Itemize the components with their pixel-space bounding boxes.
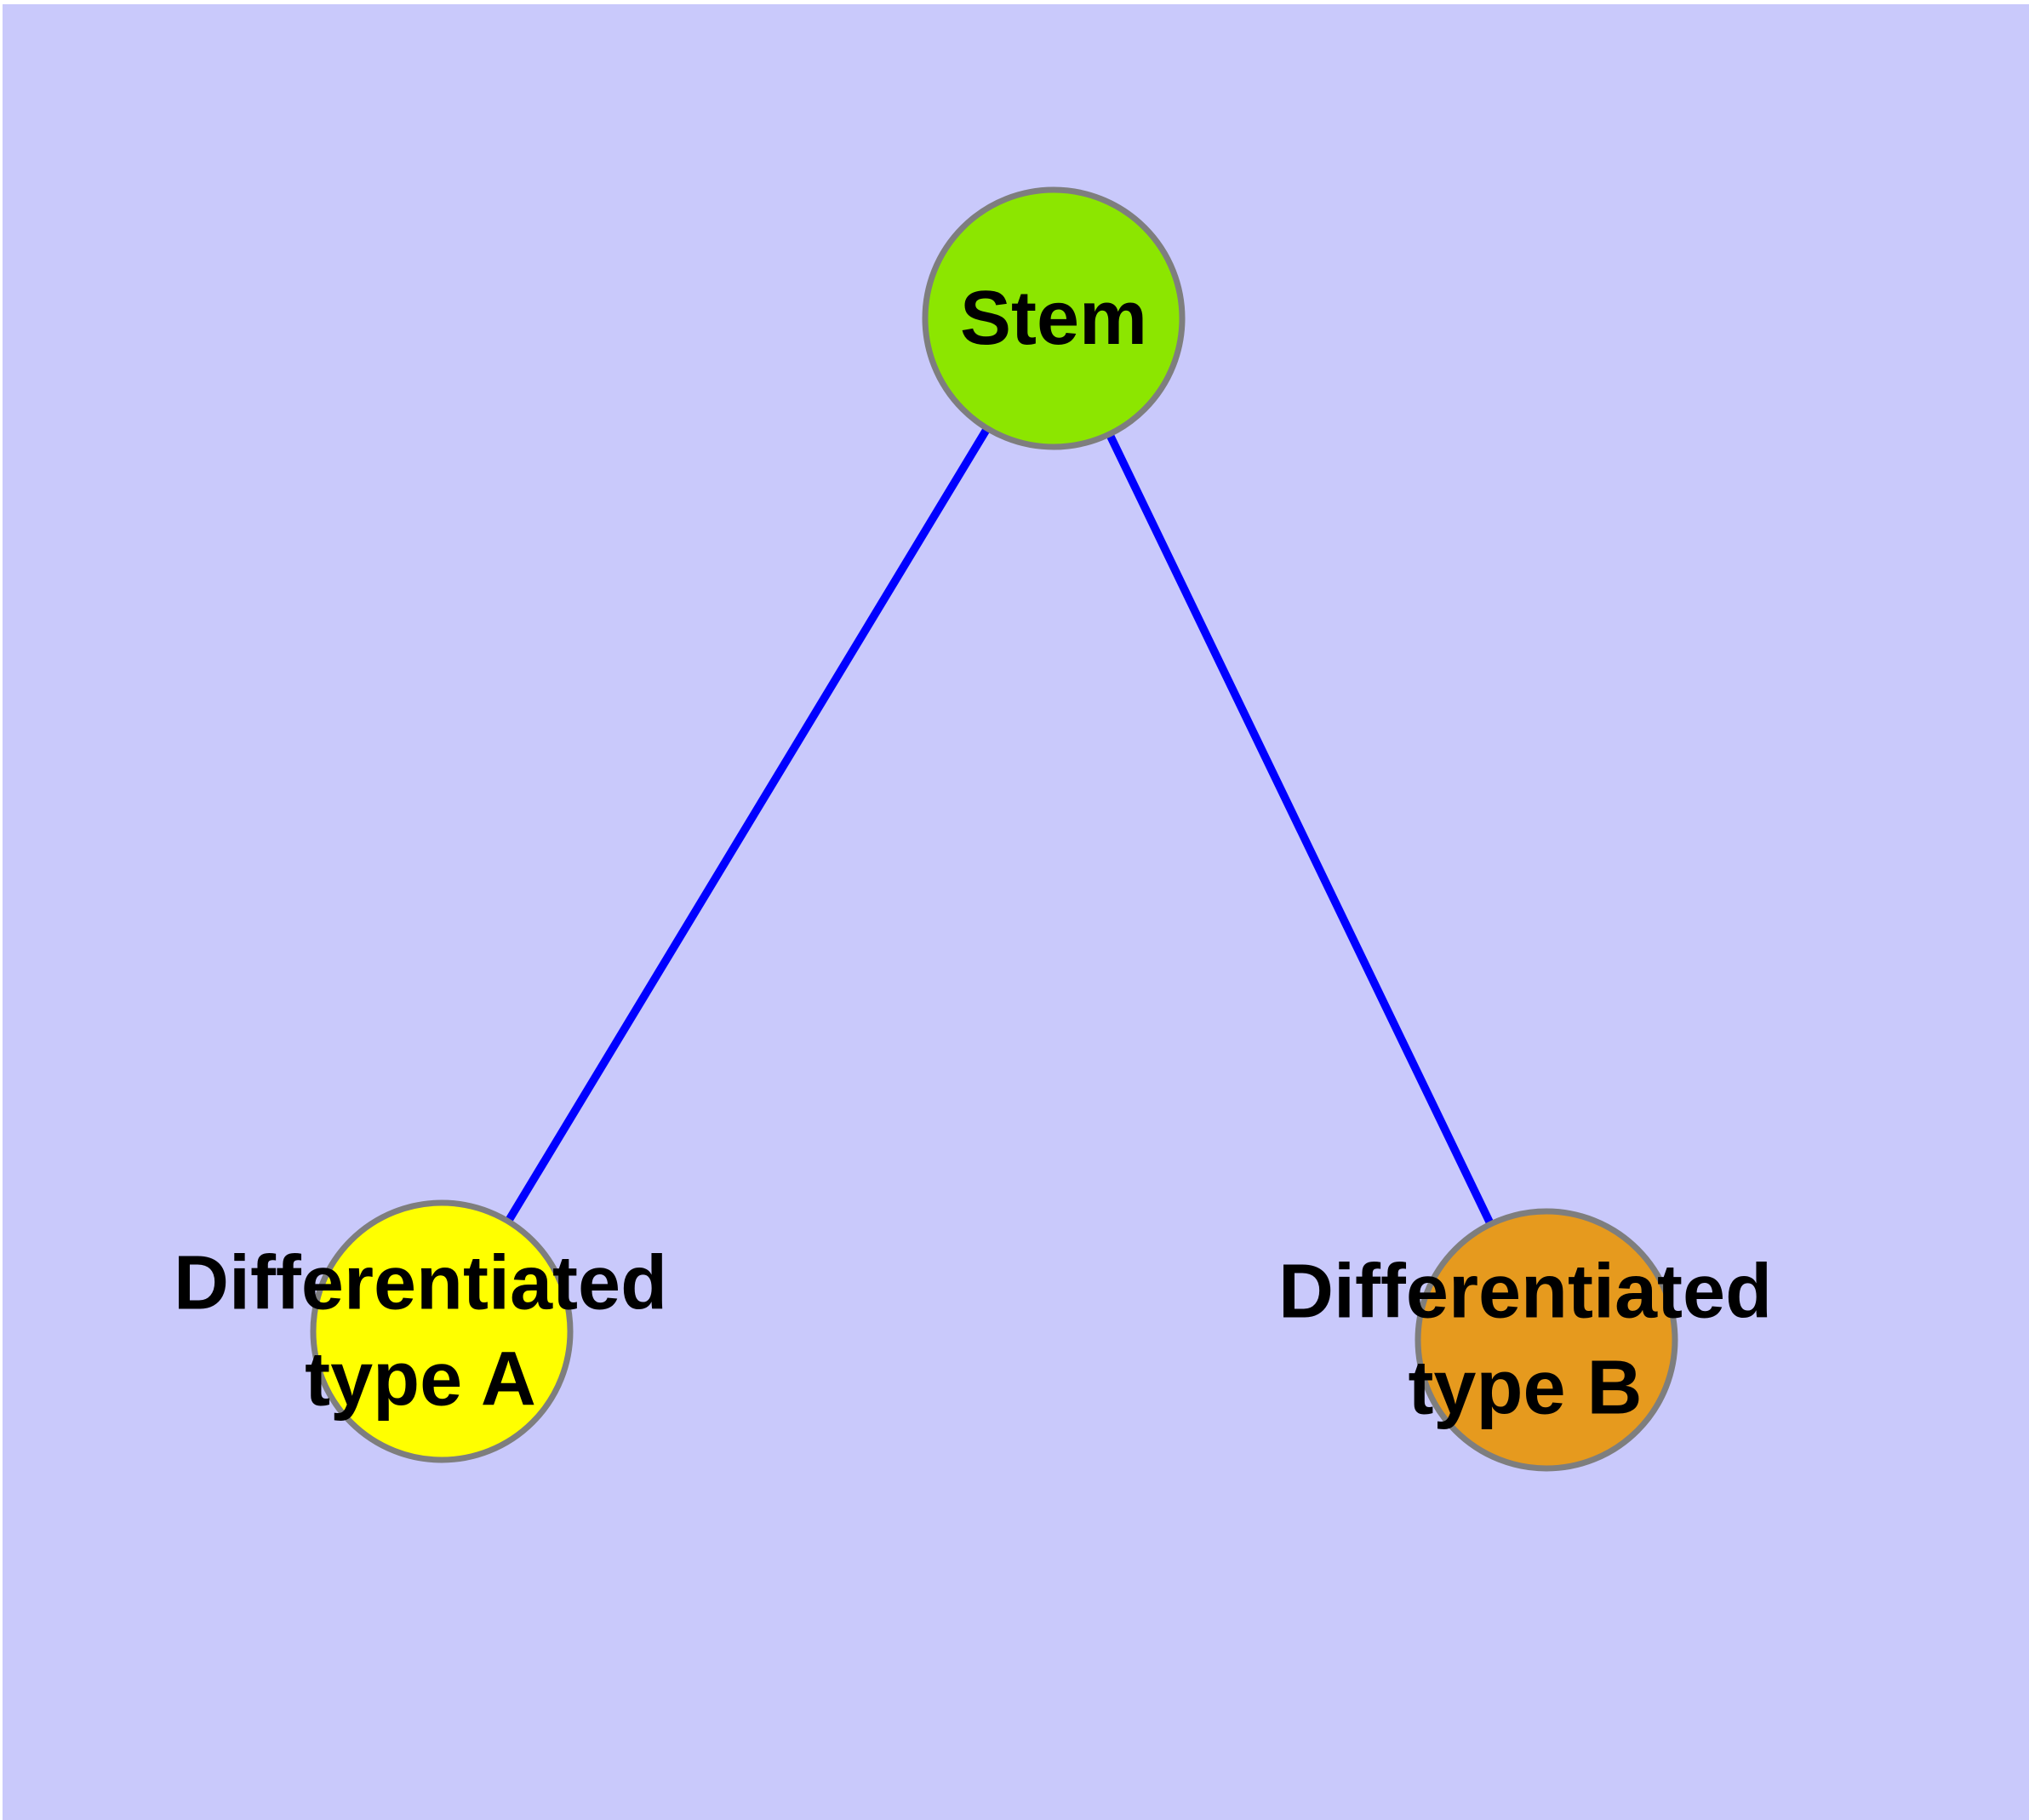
node-circle-type-a (310, 1199, 574, 1463)
node-circle-type-b (1415, 1208, 1678, 1472)
graph-svg (310, 186, 1678, 1472)
node-circle-stem (922, 186, 1186, 450)
edge-stem-to-type-a (437, 316, 1058, 1334)
edge-stem-to-type-b (1049, 316, 1551, 1342)
plot-canvas: Stem Differentiated type A Differentiate… (3, 4, 2029, 1820)
